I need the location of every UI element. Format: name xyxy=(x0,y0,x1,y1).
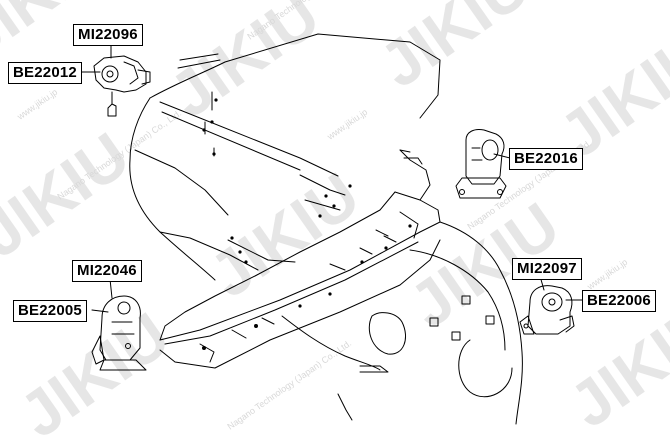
transmission-outline xyxy=(337,221,523,425)
part-label-mi22096[interactable]: MI22096 xyxy=(73,24,143,46)
part-label-mi22097[interactable]: MI22097 xyxy=(512,258,582,280)
engine-bolt-dots xyxy=(202,98,352,264)
engine-mount-bottom-left xyxy=(91,295,147,371)
engine-outline xyxy=(129,33,441,281)
engine-mount-top-left xyxy=(93,55,151,117)
part-label-be22012[interactable]: BE22012 xyxy=(8,62,82,84)
crossmember xyxy=(159,149,441,373)
part-label-be22006[interactable]: BE22006 xyxy=(582,290,656,312)
crossmember-holes xyxy=(202,224,412,350)
engine-mount-bottom-right xyxy=(519,285,575,335)
leader-lines xyxy=(81,41,586,313)
engine-mount-right xyxy=(455,129,507,199)
part-label-mi22046[interactable]: MI22046 xyxy=(72,260,142,282)
part-label-be22005[interactable]: BE22005 xyxy=(13,300,87,322)
part-label-be22016[interactable]: BE22016 xyxy=(509,148,583,170)
